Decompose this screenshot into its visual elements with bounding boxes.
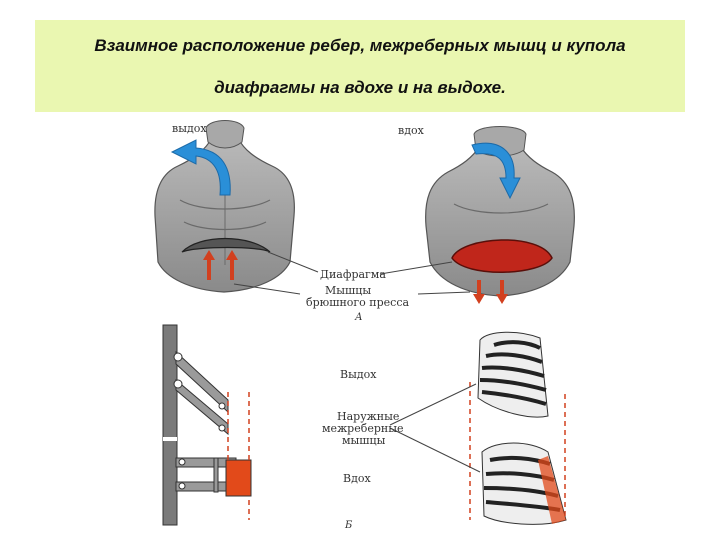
diaphragm-exhale — [181, 238, 271, 253]
label-muscles-line1: Наружные — [337, 410, 399, 423]
label-muscles-line2: межреберные — [322, 422, 404, 435]
rib-cage-inhale — [481, 442, 567, 525]
abs-up-arrows-icon — [203, 250, 238, 280]
muscle-inhale — [538, 456, 566, 524]
abs-down-arrows-icon — [473, 280, 508, 304]
label-exhale-b: Выдох — [340, 368, 377, 381]
rib-cage-exhale — [477, 331, 549, 418]
label-inhale-b: Вдох — [343, 472, 371, 485]
label-muscles-line3: мышцы — [342, 434, 386, 447]
torso-inhale — [425, 126, 575, 297]
label-exhale-a: выдох — [172, 122, 207, 135]
title-line-1: Взаимное расположение ребер, межреберных… — [94, 36, 626, 55]
diaphragm-inhale — [451, 239, 553, 273]
inhale-arrow-icon — [471, 142, 521, 200]
rib-model — [162, 324, 252, 526]
leader-lines-b — [389, 383, 481, 473]
title-banner: Взаимное расположение ребер, межреберных… — [35, 20, 685, 112]
leader-lines-a — [233, 251, 471, 295]
guide-lines-left — [227, 392, 250, 520]
panel-letter-b: Б — [344, 520, 353, 531]
title-line-2: диафрагмы на вдохе и на выдохе. — [214, 78, 506, 97]
exhale-arrow-icon — [170, 139, 231, 196]
label-abs-line2: брюшного пресса — [306, 296, 410, 309]
label-diaphragm: Диафрагма — [320, 268, 386, 281]
panel-letter-a: А — [354, 312, 363, 323]
label-abs-line1: Мышцы — [325, 284, 371, 297]
label-inhale-a: вдох — [398, 124, 425, 137]
torso-exhale — [154, 120, 295, 293]
muscle-block — [225, 459, 252, 497]
guide-lines-right — [469, 382, 566, 520]
